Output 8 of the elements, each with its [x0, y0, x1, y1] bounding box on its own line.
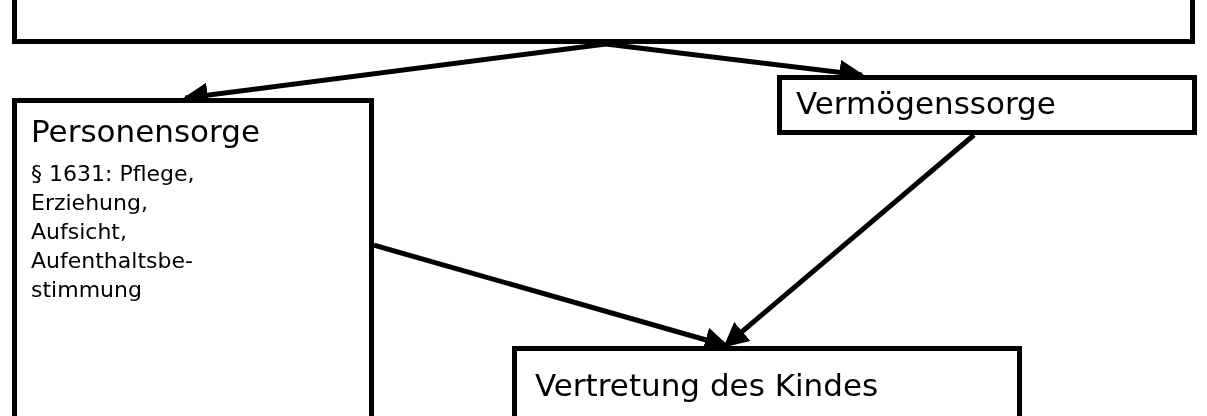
process-box — [777, 75, 1197, 135]
box-heading: Vermögenssorge — [796, 84, 1057, 123]
box-text: § 1631: Pflege, Erziehung, Aufsicht, Aufenthaltsbe- stimmung — [31, 160, 196, 304]
arrow — [723, 133, 976, 348]
process-box — [512, 346, 1022, 416]
box-heading: Vertretung des Kindes — [535, 366, 880, 405]
box-heading: Personensorge — [31, 112, 261, 151]
process-box — [12, 98, 374, 416]
